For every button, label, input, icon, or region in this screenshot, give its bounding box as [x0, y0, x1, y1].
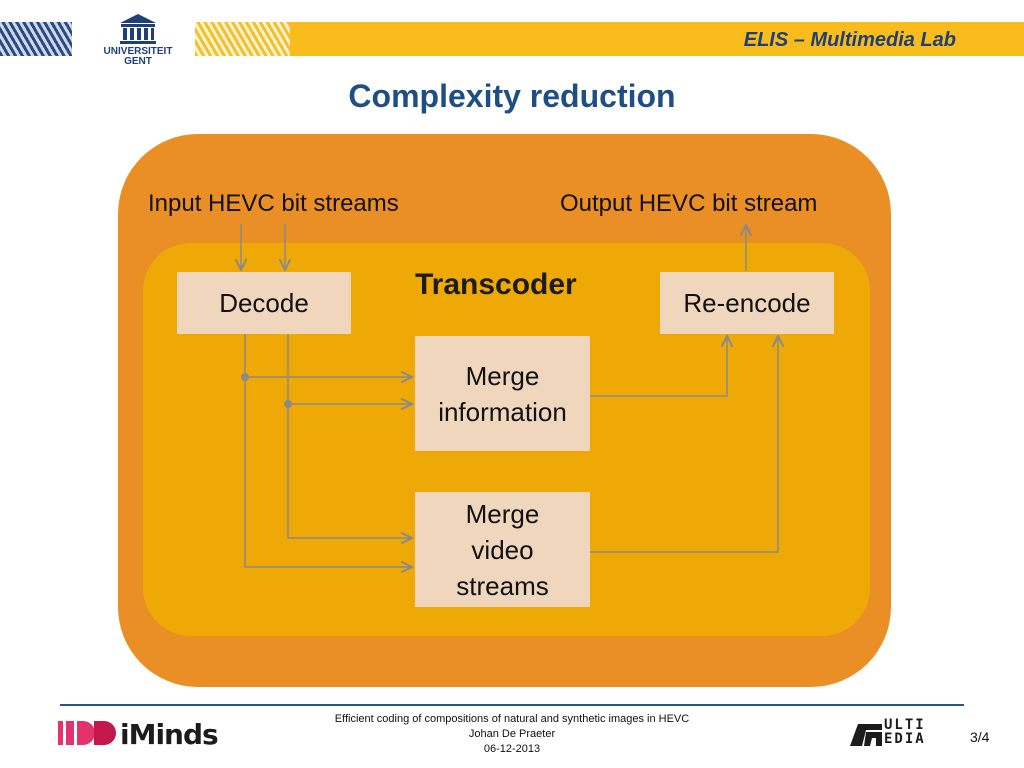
university-logo: UNIVERSITEIT GENT — [98, 12, 178, 68]
merge-info-line2: information — [438, 396, 567, 427]
footer-divider — [60, 704, 964, 706]
input-streams-label: Input HEVC bit streams — [148, 190, 399, 217]
header-bar — [290, 22, 1024, 56]
header-lab-title: ELIS – Multimedia Lab — [743, 29, 956, 51]
header-decoration-mid — [195, 22, 295, 56]
footer-title: Efficient coding of compositions of natu… — [334, 713, 690, 725]
merge-video-line3: streams — [456, 570, 549, 601]
reencode-label: Re-encode — [683, 288, 811, 318]
decode-to-merge-info-1 — [244, 334, 412, 377]
junction-dot-1 — [241, 373, 249, 381]
transcoder-label: Transcoder — [415, 268, 577, 301]
decode-label: Decode — [219, 288, 309, 318]
multimedia-logo-text: ULTI EDIA — [884, 718, 926, 746]
merge-video-line1: Merge — [465, 498, 540, 529]
slide-title: Complexity reduction — [348, 78, 676, 114]
page-number: 3/4 — [970, 729, 990, 745]
merge-information-box: Merge information — [415, 336, 590, 451]
output-stream-label: Output HEVC bit stream — [560, 190, 818, 217]
footer-author: Johan De Praeter — [468, 728, 556, 740]
junction-dot-2 — [284, 400, 292, 408]
decode-to-merge-video-2 — [244, 377, 412, 567]
merge-info-line1: Merge — [465, 360, 540, 391]
merge-video-to-reencode — [590, 336, 778, 553]
decode-box: Decode — [177, 272, 351, 334]
header-decoration-left — [0, 22, 72, 56]
footer-date: 06-12-2013 — [483, 743, 541, 755]
multimedia-line2: EDIA — [884, 731, 926, 747]
iminds-logo-text: iMinds — [120, 718, 219, 751]
decode-to-merge-video-1 — [287, 404, 412, 538]
merge-info-to-reencode — [590, 336, 727, 397]
multimedia-logo-icon — [850, 724, 882, 746]
building-icon — [120, 14, 156, 44]
footer-info: Efficient coding of compositions of natu… — [262, 712, 762, 757]
reencode-box: Re-encode — [660, 272, 834, 334]
logo-text-line2: GENT — [124, 56, 152, 67]
logo-text-line1: UNIVERSITEIT — [103, 46, 173, 57]
multimedia-line1: ULTI — [884, 717, 926, 733]
merge-video-line2: video — [471, 534, 534, 565]
iminds-logo-icon — [58, 721, 116, 745]
merge-video-streams-box: Merge video streams — [415, 492, 590, 607]
decode-to-merge-info-2 — [287, 334, 412, 404]
